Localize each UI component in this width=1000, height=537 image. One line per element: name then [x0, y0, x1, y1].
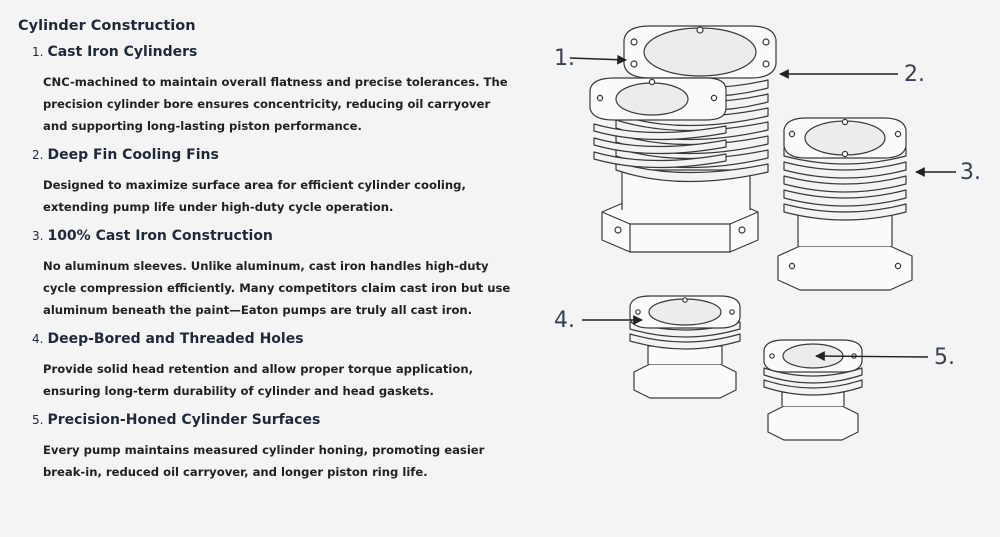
feature-number: 2. — [32, 148, 44, 162]
feature-title-text: Cast Iron Cylinders — [47, 44, 198, 60]
feature-item-5: 5. Precision-Honed Cylinder Surfaces Eve… — [32, 412, 518, 483]
single-cylinder-small-right — [763, 339, 863, 441]
feature-item-4: 4. Deep-Bored and Threaded Holes Provide… — [32, 331, 518, 402]
cylinder-illustration: 1. 2. 3. 4. 5. — [530, 0, 1000, 532]
feature-title-text: 100% Cast Iron Construction — [47, 228, 273, 244]
feature-number: 3. — [32, 229, 44, 243]
feature-title-text: Deep Fin Cooling Fins — [47, 147, 219, 163]
feature-description-3: No aluminum sleeves. Unlike aluminum, ca… — [43, 259, 511, 317]
feature-number: 4. — [32, 332, 44, 346]
feature-title-5: 5. Precision-Honed Cylinder Surfaces — [32, 412, 518, 428]
twin-cylinder-large — [589, 25, 777, 253]
feature-number: 1. — [32, 45, 44, 59]
callout-2: 2. — [904, 62, 925, 87]
feature-item-3: 3. 100% Cast Iron Construction No alumin… — [32, 228, 518, 321]
callout-3: 3. — [960, 160, 981, 185]
callout-1: 1. — [554, 46, 575, 71]
feature-title-4: 4. Deep-Bored and Threaded Holes — [32, 331, 518, 347]
callout-leaders — [569, 54, 956, 361]
feature-title-1: 1. Cast Iron Cylinders — [32, 44, 518, 60]
callout-4: 4. — [554, 308, 575, 333]
feature-title-2: 2. Deep Fin Cooling Fins — [32, 147, 518, 163]
single-cylinder-small-left — [629, 295, 741, 399]
feature-title-3: 3. 100% Cast Iron Construction — [32, 228, 518, 244]
feature-title-text: Precision-Honed Cylinder Surfaces — [47, 412, 321, 428]
feature-description-5: Every pump maintains measured cylinder h… — [43, 443, 485, 479]
feature-item-2: 2. Deep Fin Cooling Fins Designed to max… — [32, 147, 518, 218]
feature-title-text: Deep-Bored and Threaded Holes — [47, 331, 304, 347]
feature-description-4: Provide solid head retention and allow p… — [43, 362, 474, 398]
feature-description-1: CNC-machined to maintain overall flatnes… — [43, 75, 508, 133]
callout-5: 5. — [934, 345, 955, 370]
feature-description-2: Designed to maximize surface area for ef… — [43, 178, 466, 214]
cylinder-drawing — [569, 25, 956, 441]
feature-item-1: 1. Cast Iron Cylinders CNC-machined to m… — [32, 44, 518, 137]
feature-number: 5. — [32, 413, 44, 427]
section-heading: Cylinder Construction — [18, 18, 196, 34]
single-cylinder-medium — [777, 117, 913, 291]
feature-list-section: Cylinder Construction 1. Cast Iron Cylin… — [18, 18, 518, 489]
